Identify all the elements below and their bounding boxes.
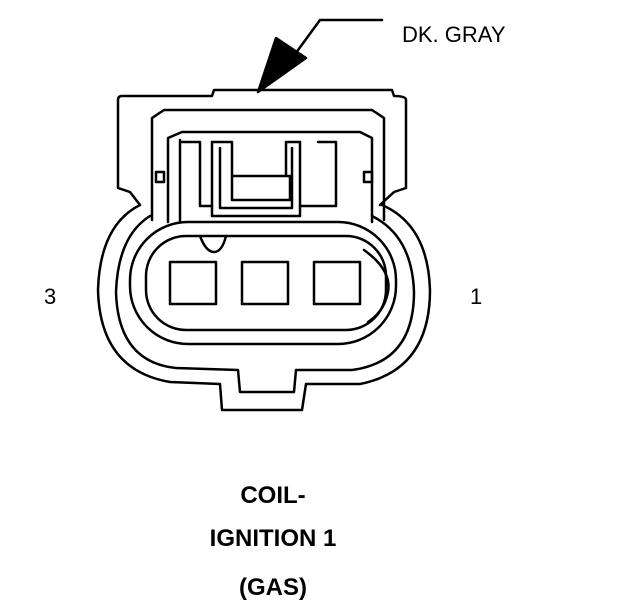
terminal-cavity-1 bbox=[312, 260, 362, 306]
caption-line-1: COIL- bbox=[240, 482, 306, 509]
pin-label-1: 1 bbox=[470, 284, 483, 309]
terminal-cavity-2 bbox=[240, 260, 290, 306]
leader-arrow bbox=[256, 18, 384, 94]
caption-line-2: IGNITION 1 bbox=[209, 525, 337, 552]
connector-housing bbox=[96, 203, 432, 412]
caption-line-3: (GAS) bbox=[239, 574, 307, 601]
wire-color-label: DK. GRAY bbox=[402, 22, 506, 47]
terminal-cavities bbox=[168, 260, 362, 306]
connector-latch bbox=[116, 88, 408, 224]
terminal-cavity-3 bbox=[168, 260, 218, 306]
pin-label-3: 3 bbox=[44, 284, 57, 309]
terminal-face bbox=[128, 220, 398, 346]
